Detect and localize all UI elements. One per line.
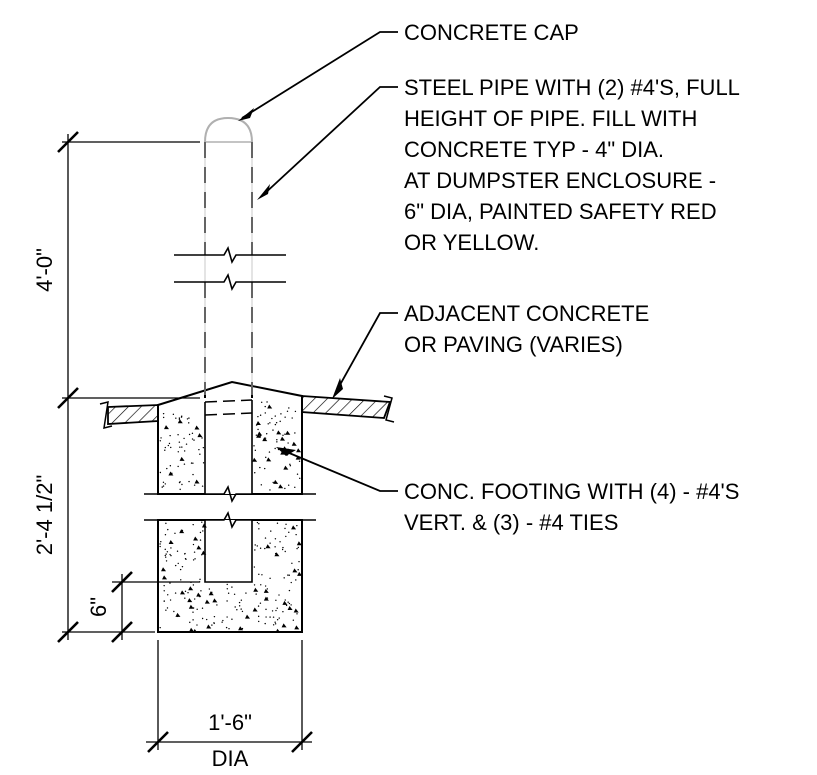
adjacent-paving bbox=[99, 395, 395, 430]
leader-lines bbox=[238, 31, 398, 492]
pipe-pocket-bottom bbox=[204, 520, 253, 583]
note-concrete-cap: CONCRETE CAP bbox=[404, 20, 579, 45]
note-paving-line: OR PAVING (VARIES) bbox=[404, 332, 623, 357]
note-pipe-line: STEEL PIPE WITH (2) #4'S, FULL bbox=[404, 75, 740, 100]
dim-footing-depth: 2'-4 1/2" bbox=[32, 475, 57, 556]
steel-pipe bbox=[204, 116, 253, 416]
note-pipe-line: 6" DIA, PAINTED SAFETY RED bbox=[404, 199, 717, 224]
note-footing-line: CONC. FOOTING WITH (4) - #4'S bbox=[404, 479, 739, 504]
note-footing-line: VERT. & (3) - #4 TIES bbox=[404, 510, 618, 535]
dim-footing-width-note: DIA bbox=[212, 746, 249, 770]
paving-left bbox=[107, 404, 159, 425]
dimension-lines bbox=[57, 131, 313, 753]
concrete-footing bbox=[157, 380, 303, 634]
paving-right bbox=[301, 395, 392, 419]
note-concrete-footing: CONC. FOOTING WITH (4) - #4'S VERT. & (3… bbox=[404, 479, 746, 535]
note-adjacent-paving: ADJACENT CONCRETE OR PAVING (VARIES) bbox=[404, 301, 655, 357]
dim-bollard-height: 4'-0" bbox=[32, 248, 57, 292]
note-cap-line: CONCRETE CAP bbox=[404, 20, 579, 45]
note-paving-line: ADJACENT CONCRETE bbox=[404, 301, 649, 326]
note-pipe-line: AT DUMPSTER ENCLOSURE - bbox=[404, 168, 716, 193]
concrete-cap bbox=[204, 116, 253, 143]
note-pipe-line: OR YELLOW. bbox=[404, 230, 539, 255]
dim-bottom-cover: 6" bbox=[86, 597, 111, 617]
dim-footing-width: 1'-6" bbox=[208, 710, 252, 735]
note-pipe-line: HEIGHT OF PIPE. FILL WITH bbox=[404, 106, 697, 131]
concrete-stipple bbox=[159, 401, 303, 634]
note-pipe-line: CONCRETE TYP - 4" DIA. bbox=[404, 137, 664, 162]
break-lines bbox=[144, 245, 316, 530]
note-steel-pipe: STEEL PIPE WITH (2) #4'S, FULL HEIGHT OF… bbox=[404, 75, 745, 255]
pipe-pocket bbox=[205, 400, 252, 494]
